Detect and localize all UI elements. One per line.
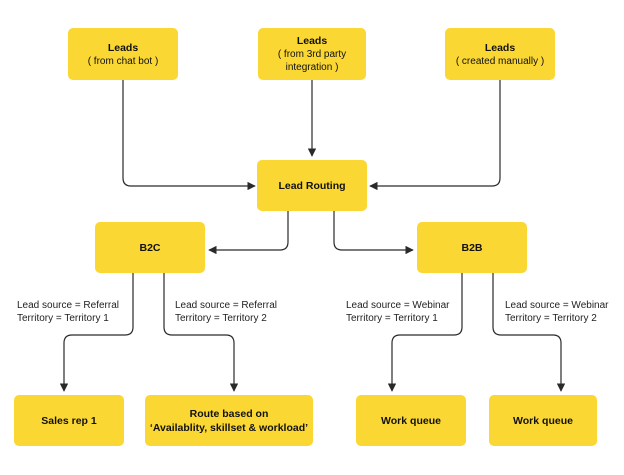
- edge-label-b2c-territory-1: Lead source = Referral Territory = Terri…: [17, 299, 119, 325]
- node-title-line1: Route based on: [189, 407, 269, 420]
- edge-label-b2c-territory-2: Lead source = Referral Territory = Terri…: [175, 299, 277, 325]
- node-leads-manual: Leads ( created manually ): [445, 28, 555, 80]
- node-title: Work queue: [513, 414, 573, 427]
- edge-label-territory: Territory = Territory 2: [505, 313, 597, 324]
- node-title: Lead Routing: [278, 179, 346, 192]
- edge-label-territory: Territory = Territory 1: [346, 313, 438, 324]
- node-sales-rep: Sales rep 1: [14, 395, 124, 446]
- connector-chatbot-to-routing: [122, 80, 256, 191]
- edge-label-b2b-territory-2: Lead source = Webinar Territory = Territ…: [505, 299, 609, 325]
- node-title: Leads: [296, 35, 328, 47]
- connector-manual-to-routing: [369, 80, 501, 191]
- connector-routing-to-b2c: [208, 211, 289, 255]
- node-leads-3rdparty: Leads ( from 3rd party integration ): [258, 28, 366, 80]
- node-subtitle-line1: ( from 3rd party: [277, 49, 347, 60]
- node-leads-chatbot: Leads ( from chat bot ): [68, 28, 178, 80]
- node-work-queue-1: Work queue: [356, 395, 466, 446]
- node-title: B2C: [139, 241, 161, 254]
- node-title: Leads: [484, 41, 516, 54]
- node-title: Leads: [107, 41, 139, 54]
- connector-b2b-to-work-queue-1: [387, 273, 463, 392]
- connector-b2c-to-sales-rep: [59, 273, 134, 392]
- edge-label-source: Lead source = Webinar: [505, 300, 609, 311]
- node-title-line2: ‘Availablity, skillset & workload’: [149, 421, 309, 434]
- node-b2b: B2B: [417, 222, 527, 273]
- edge-label-territory: Territory = Territory 2: [175, 313, 267, 324]
- edge-label-source: Lead source = Webinar: [346, 300, 450, 311]
- node-title: B2B: [461, 241, 483, 254]
- node-lead-routing: Lead Routing: [257, 160, 367, 211]
- node-subtitle-line2: integration ): [285, 62, 339, 73]
- node-subtitle: ( from chat bot ): [87, 55, 159, 67]
- edge-label-source: Lead source = Referral: [17, 300, 120, 311]
- edge-label-b2b-territory-1: Lead source = Webinar Territory = Territ…: [346, 299, 450, 325]
- edge-label-territory: Territory = Territory 1: [17, 313, 109, 324]
- connector-b2b-to-work-queue-2: [492, 273, 566, 392]
- node-title: Work queue: [381, 414, 441, 427]
- node-b2c: B2C: [95, 222, 205, 273]
- node-work-queue-2: Work queue: [489, 395, 597, 446]
- node-subtitle: ( created manually ): [455, 55, 545, 67]
- connector-routing-to-b2b: [333, 211, 414, 255]
- edge-label-source: Lead source = Referral: [175, 300, 278, 311]
- node-title: Sales rep 1: [41, 414, 97, 427]
- node-route-based: Route based on ‘Availablity, skillset & …: [145, 395, 313, 446]
- connector-b2c-to-route-based: [163, 273, 239, 392]
